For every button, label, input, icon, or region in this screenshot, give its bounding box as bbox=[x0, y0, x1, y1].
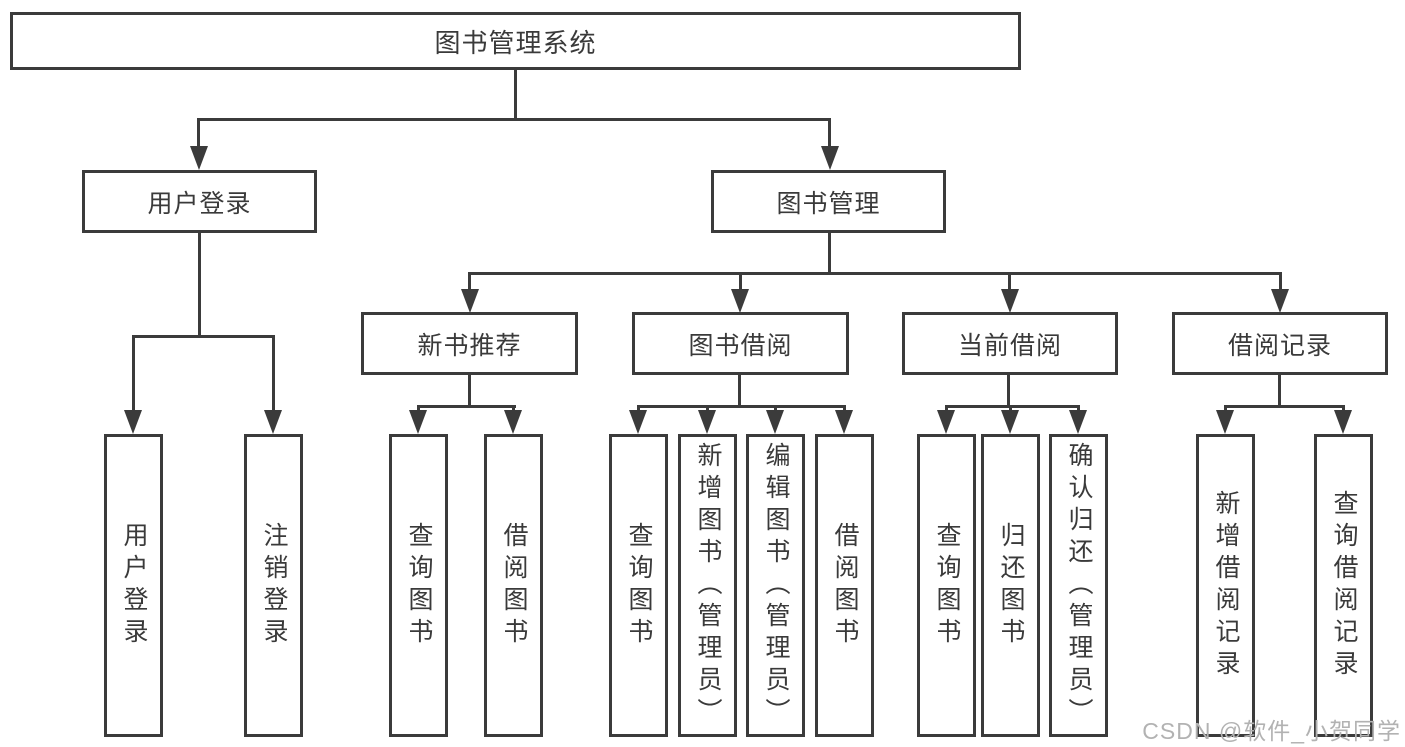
csdn-watermark: CSDN @软件_小贺同学 bbox=[1142, 718, 1401, 744]
leaf-borrowing-add-label: 新增图书（管理员） bbox=[694, 441, 722, 730]
connector-userlogin-stem bbox=[198, 233, 201, 335]
connector-br2-drop bbox=[1342, 405, 1345, 414]
node-book-management: 图书管理 bbox=[711, 170, 946, 233]
leaf-records-add-label: 新增借阅记录 bbox=[1212, 489, 1240, 682]
connector-leaf-userlogin-drop bbox=[132, 335, 135, 414]
connector-borrowing-hline bbox=[637, 405, 845, 408]
leaf-current-confirm: 确认归还（管理员） bbox=[1049, 434, 1108, 737]
connector-current-hline bbox=[945, 405, 1080, 408]
leaf-borrowing-add: 新增图书（管理员） bbox=[678, 434, 737, 737]
connector-borrowing-stem bbox=[738, 375, 741, 405]
arrow-into-current bbox=[1001, 289, 1019, 313]
connector-root-stem bbox=[514, 70, 517, 118]
connector-current-drop bbox=[1008, 272, 1011, 292]
connector-bb3-drop bbox=[774, 405, 777, 414]
connector-userlogin-hline bbox=[132, 335, 275, 338]
connector-records-drop bbox=[1279, 272, 1282, 292]
leaf-records-query-label: 查询借阅记录 bbox=[1330, 489, 1358, 682]
connector-records-stem bbox=[1278, 375, 1281, 405]
arrow-into-leaf-logout bbox=[264, 410, 282, 434]
leaf-newbooks-borrow: 借阅图书 bbox=[484, 434, 543, 737]
arrow-into-leaf-user-login bbox=[124, 410, 142, 434]
leaf-borrowing-query-label: 查询图书 bbox=[625, 521, 653, 650]
node-book-borrowing: 图书借阅 bbox=[632, 312, 849, 375]
connector-leaf-logout-drop bbox=[272, 335, 275, 414]
arrow-into-bb-borrow bbox=[835, 410, 853, 434]
connector-level2-hline bbox=[197, 118, 831, 121]
node-user-login: 用户登录 bbox=[82, 170, 317, 233]
connector-cb2-drop bbox=[1009, 405, 1012, 414]
connector-bb4-drop bbox=[843, 405, 846, 414]
connector-records-hline bbox=[1224, 405, 1345, 408]
arrow-into-bb-edit bbox=[766, 410, 784, 434]
arrow-into-borrowing bbox=[731, 289, 749, 313]
leaf-current-return-label: 归还图书 bbox=[997, 521, 1025, 650]
arrow-into-bb-add bbox=[698, 410, 716, 434]
connector-newbooks-stem bbox=[468, 375, 471, 405]
leaf-current-return: 归还图书 bbox=[981, 434, 1040, 737]
connector-nb1-drop bbox=[417, 405, 420, 414]
leaf-current-confirm-label: 确认归还（管理员） bbox=[1065, 441, 1093, 730]
arrow-into-user-login bbox=[190, 146, 208, 170]
arrow-into-records bbox=[1271, 289, 1289, 313]
connector-bookmgmt-drop bbox=[828, 118, 831, 150]
arrow-into-nb-borrow bbox=[504, 410, 522, 434]
node-current-borrowing: 当前借阅 bbox=[902, 312, 1118, 375]
connector-newbooks-hline bbox=[417, 405, 516, 408]
leaf-borrowing-query: 查询图书 bbox=[609, 434, 668, 737]
connector-cb1-drop bbox=[945, 405, 948, 414]
arrow-into-nb-query bbox=[409, 410, 427, 434]
leaf-borrowing-borrow: 借阅图书 bbox=[815, 434, 874, 737]
connector-borrowing-drop bbox=[739, 272, 742, 292]
leaf-current-query-label: 查询图书 bbox=[933, 521, 961, 650]
connector-br1-drop bbox=[1224, 405, 1227, 414]
arrow-into-new-books bbox=[461, 289, 479, 313]
connector-level3-hline bbox=[468, 272, 1282, 275]
leaf-newbooks-query: 查询图书 bbox=[389, 434, 448, 737]
leaf-current-query: 查询图书 bbox=[917, 434, 976, 737]
leaf-logout: 注销登录 bbox=[244, 434, 303, 737]
leaf-user-login-label: 用户登录 bbox=[120, 521, 148, 650]
node-new-book-recommend: 新书推荐 bbox=[361, 312, 578, 375]
arrow-into-cb-confirm bbox=[1069, 410, 1087, 434]
leaf-logout-label: 注销登录 bbox=[260, 521, 288, 650]
connector-bookmgmt-stem bbox=[828, 233, 831, 274]
leaf-newbooks-query-label: 查询图书 bbox=[405, 521, 433, 650]
arrow-into-cb-return bbox=[1001, 410, 1019, 434]
connector-cb3-drop bbox=[1077, 405, 1080, 414]
leaf-newbooks-borrow-label: 借阅图书 bbox=[500, 521, 528, 650]
leaf-records-query: 查询借阅记录 bbox=[1314, 434, 1373, 737]
node-root: 图书管理系统 bbox=[10, 12, 1021, 70]
arrow-into-br-add bbox=[1216, 410, 1234, 434]
connector-current-stem bbox=[1007, 375, 1010, 405]
connector-bb1-drop bbox=[637, 405, 640, 414]
leaf-borrowing-borrow-label: 借阅图书 bbox=[831, 521, 859, 650]
connector-newbooks-drop bbox=[468, 272, 471, 292]
connector-nb2-drop bbox=[512, 405, 515, 414]
node-borrowing-records: 借阅记录 bbox=[1172, 312, 1388, 375]
arrow-into-cb-query bbox=[937, 410, 955, 434]
arrow-into-br-query bbox=[1334, 410, 1352, 434]
leaf-user-login: 用户登录 bbox=[104, 434, 163, 737]
arrow-into-book-management bbox=[821, 146, 839, 170]
connector-bb2-drop bbox=[706, 405, 709, 414]
arrow-into-bb-query bbox=[629, 410, 647, 434]
connector-userlogin-drop bbox=[197, 118, 200, 150]
leaf-borrowing-edit: 编辑图书（管理员） bbox=[746, 434, 805, 737]
leaf-records-add: 新增借阅记录 bbox=[1196, 434, 1255, 737]
leaf-borrowing-edit-label: 编辑图书（管理员） bbox=[762, 441, 790, 730]
